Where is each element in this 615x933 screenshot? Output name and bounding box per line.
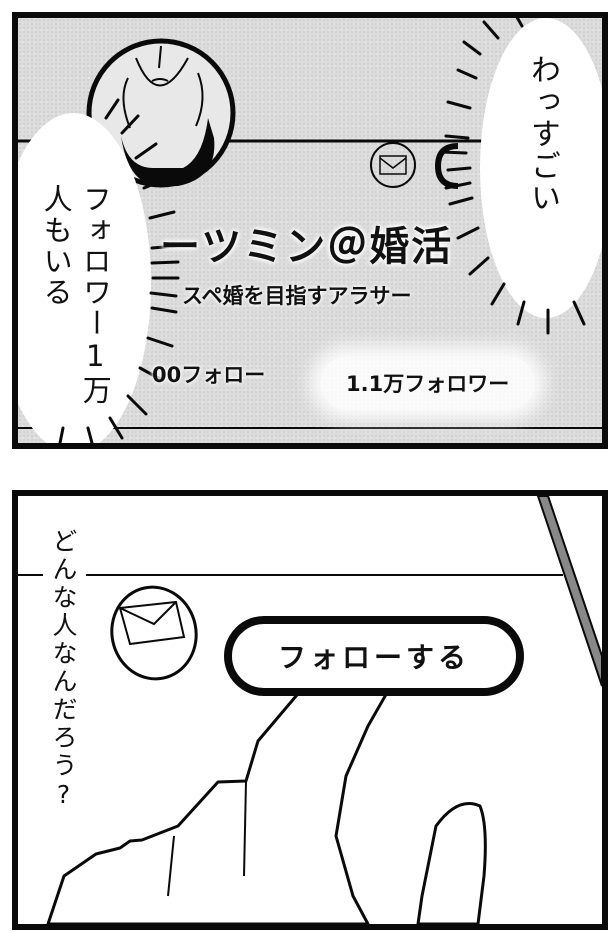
comic-panel-1: ーツミン＠婚活 スペ婚を目指すアラサー 00フォロー 1.1万フォロワー わっす… <box>12 12 608 449</box>
speech-text-followers: フォロワー1万人もいる <box>39 184 113 406</box>
speech-bubble-right <box>440 18 602 335</box>
panel2-art <box>18 496 602 924</box>
following-count-link[interactable]: 00フォロー <box>152 363 266 387</box>
profile-bio: スペ婚を目指すアラサー <box>182 284 412 308</box>
comic-panel-2: フォローする どんな人なんだろう? <box>12 490 608 930</box>
envelope-icon[interactable] <box>370 142 416 188</box>
thought-text: どんな人なんだろう? <box>49 528 78 812</box>
follow-button[interactable]: フォローする <box>224 616 524 696</box>
profile-display-name: ーツミン＠婚活 <box>160 224 454 270</box>
speech-bubble-left <box>18 98 180 443</box>
panel1-art <box>18 18 602 443</box>
speech-text-wow: わっすごい <box>525 54 560 214</box>
envelope-icon[interactable] <box>103 579 204 686</box>
followers-count-link[interactable]: 1.1万フォロワー <box>320 356 536 410</box>
avatar[interactable] <box>86 38 236 188</box>
